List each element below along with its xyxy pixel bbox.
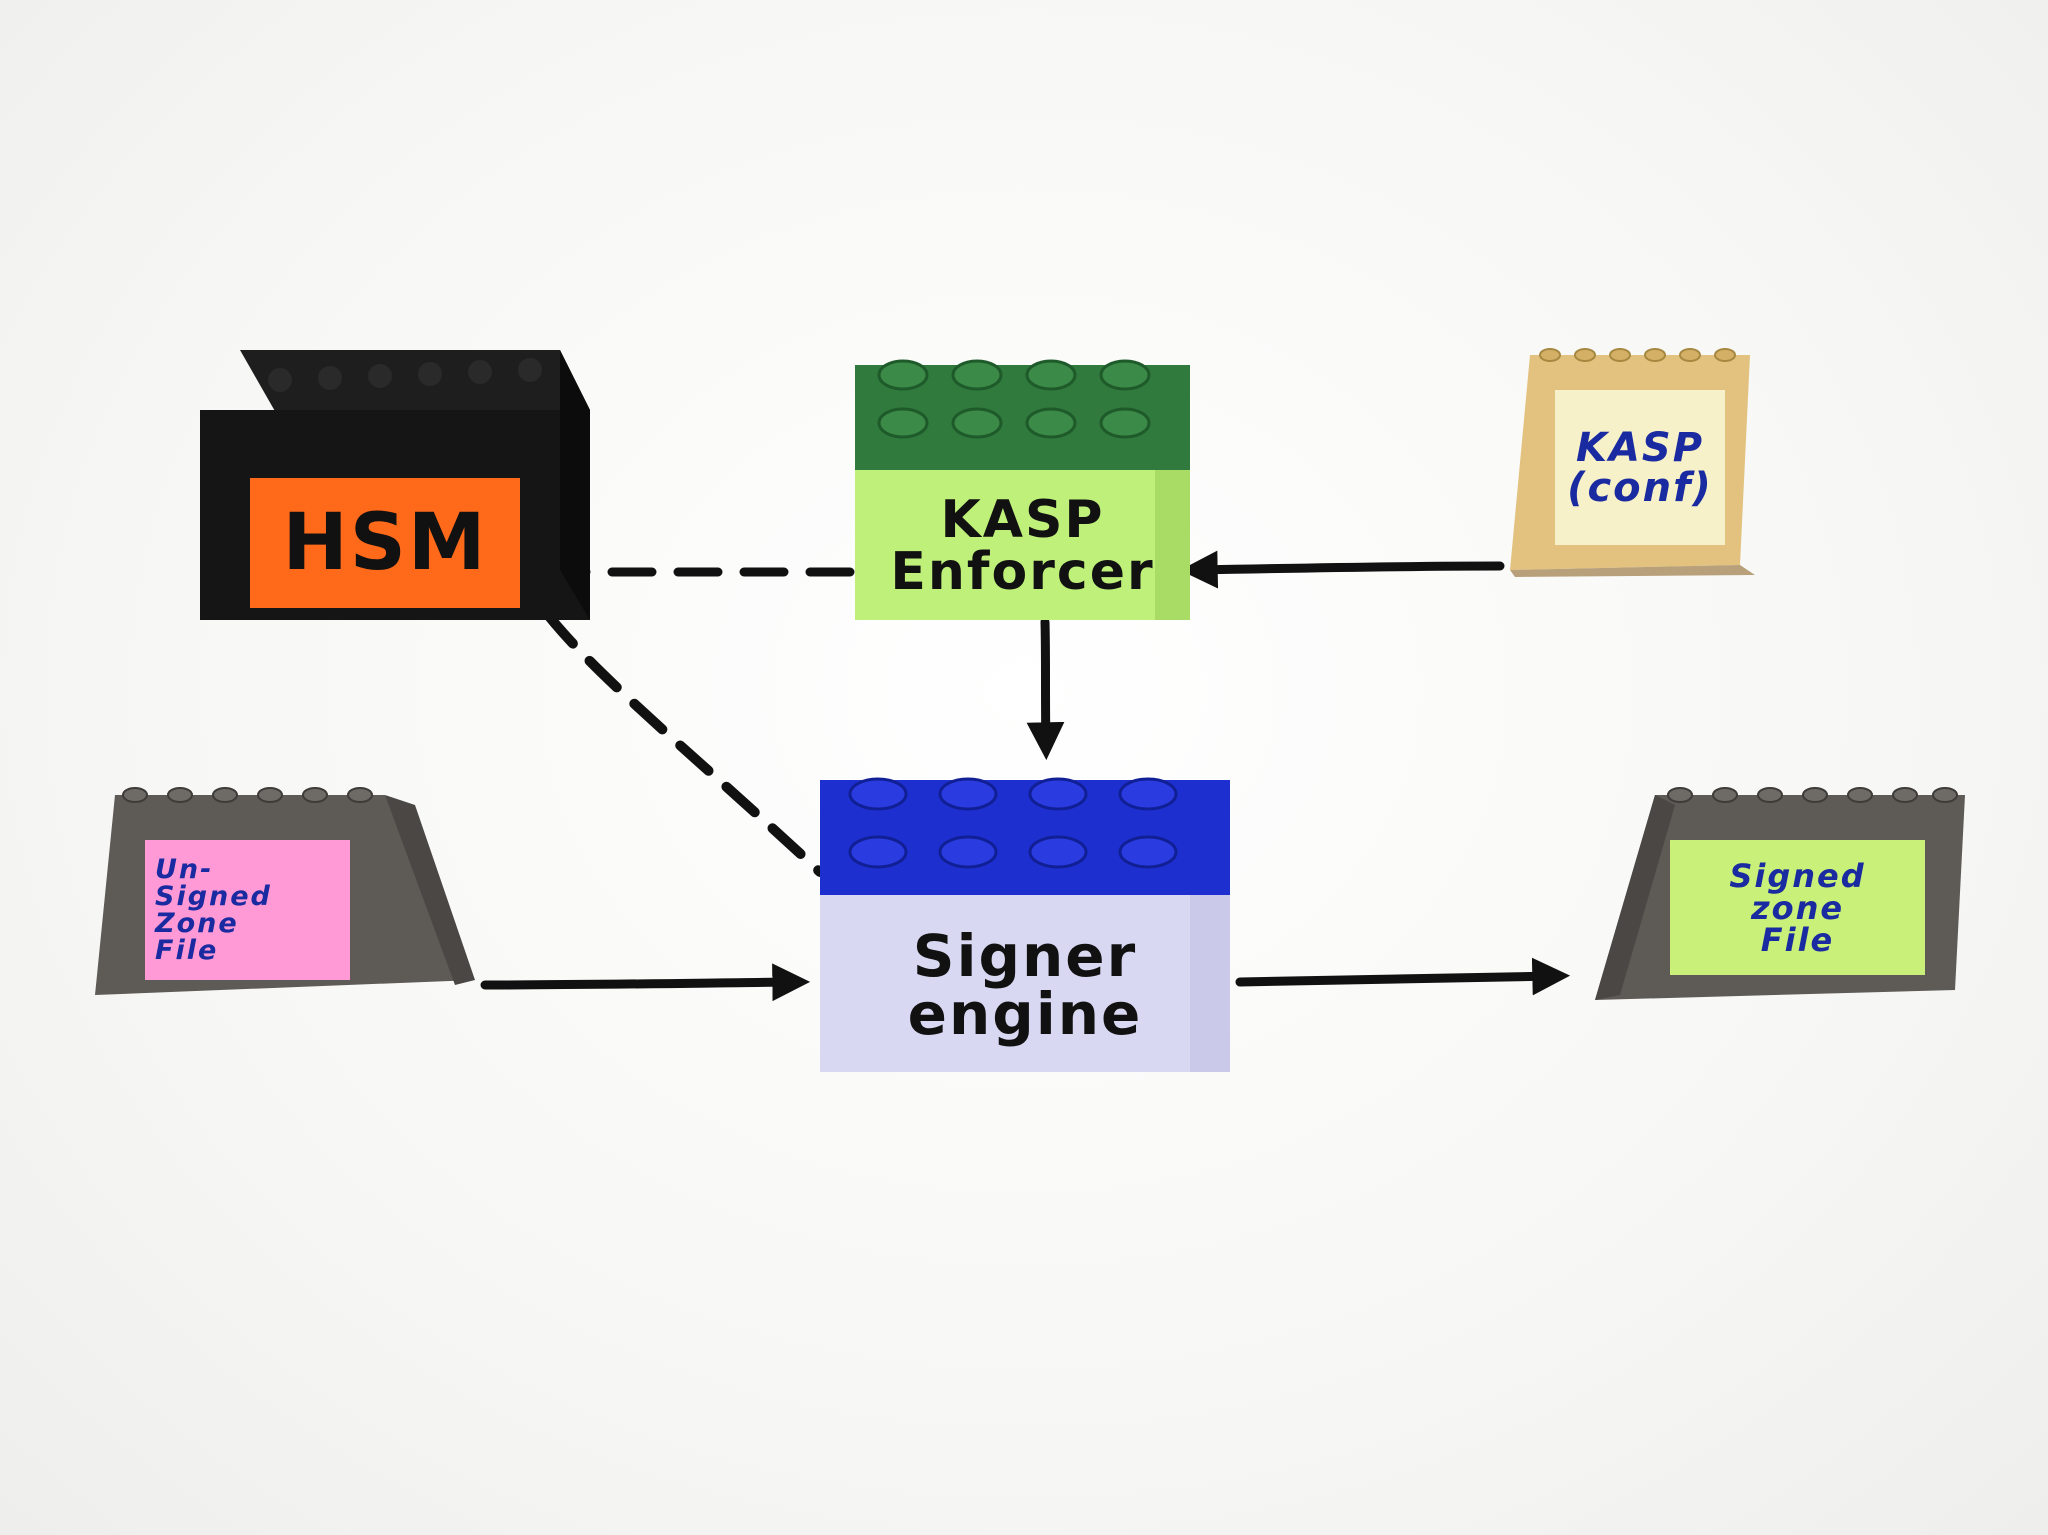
arrow-kasp-conf-to-enforcer <box>1179 550 1505 589</box>
signed-zone-file-label: Signed zone File <box>1729 856 1866 959</box>
unsigned-zone-file-label: Un- Signed Zone File <box>155 854 272 966</box>
signed-zone-file-block: Signed zone File <box>1595 785 1965 1000</box>
dashed-hsm-to-signer <box>543 610 825 877</box>
kasp-enforcer-block: KASP Enforcer <box>855 355 1190 620</box>
blue-brick-icon <box>820 777 1230 1072</box>
signer-engine-block: Signer engine <box>820 772 1230 1072</box>
signer-engine-label: Signer engine <box>907 922 1143 1048</box>
arrow-enforcer-to-signer <box>1026 617 1065 761</box>
unsigned-zone-file-block: Un- Signed Zone File <box>95 785 475 1005</box>
kasp-enforcer-label: KASP Enforcer <box>890 489 1155 602</box>
unsigned-zone-file-label-panel <box>145 840 350 980</box>
kasp-conf-label-panel <box>1555 390 1725 545</box>
kasp-conf-label: KASP (conf) <box>1567 424 1713 511</box>
signed-zone-file-label-panel <box>1670 840 1925 975</box>
hsm-label-panel <box>250 478 520 608</box>
hsm-block: HSM <box>190 350 590 620</box>
green-brick-icon <box>855 359 1190 620</box>
kasp-conf-block: KASP (conf) <box>1510 345 1755 577</box>
hsm-label: HSM <box>282 498 488 588</box>
arrow-signer-to-signed <box>1235 957 1571 996</box>
arrow-unsigned-to-signer <box>480 963 811 1002</box>
